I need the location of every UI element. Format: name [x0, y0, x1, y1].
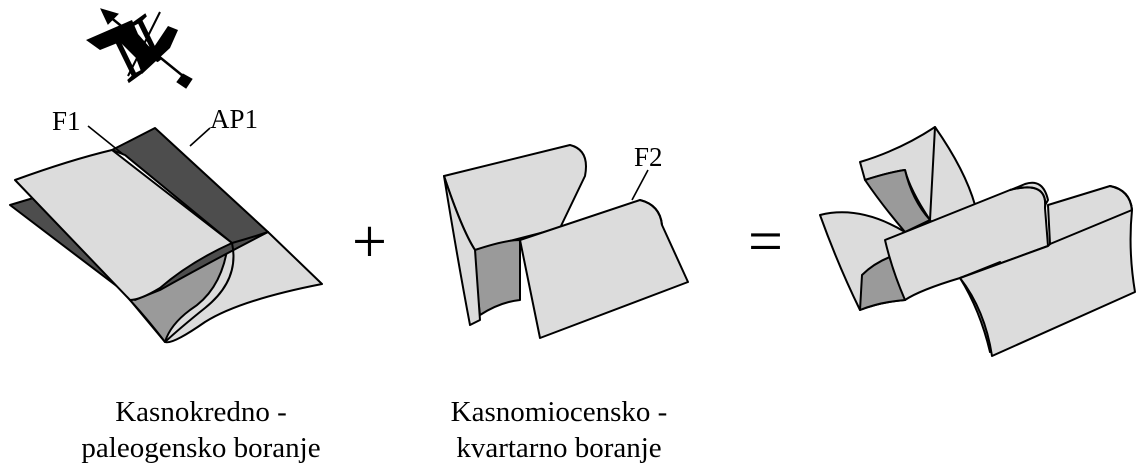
caption-middle-line1: Kasnomiocensko -: [424, 394, 694, 430]
caption-middle: Kasnomiocensko - kvartarno boranje: [424, 394, 694, 466]
fold-f2-block: [444, 145, 688, 338]
north-arrow-icon: N: [86, 1, 192, 95]
label-ap1: AP1: [210, 104, 258, 134]
ap1-leader-line: [190, 128, 210, 146]
f2-leader-line: [632, 170, 648, 200]
caption-left: Kasnokredno - paleogensko boranje: [66, 394, 336, 466]
fold-f1-block: [10, 126, 322, 342]
label-f1: F1: [52, 106, 81, 136]
caption-left-line1: Kasnokredno -: [66, 394, 336, 430]
f2-trough-mid: [475, 240, 520, 315]
interference-pattern: [820, 127, 1135, 356]
caption-middle-line2: kvartarno boranje: [424, 430, 694, 466]
label-f2: F2: [634, 142, 663, 172]
plus-sign: +: [352, 208, 387, 276]
caption-left-line2: paleogensko boranje: [66, 430, 336, 466]
equals-sign: =: [748, 208, 783, 276]
